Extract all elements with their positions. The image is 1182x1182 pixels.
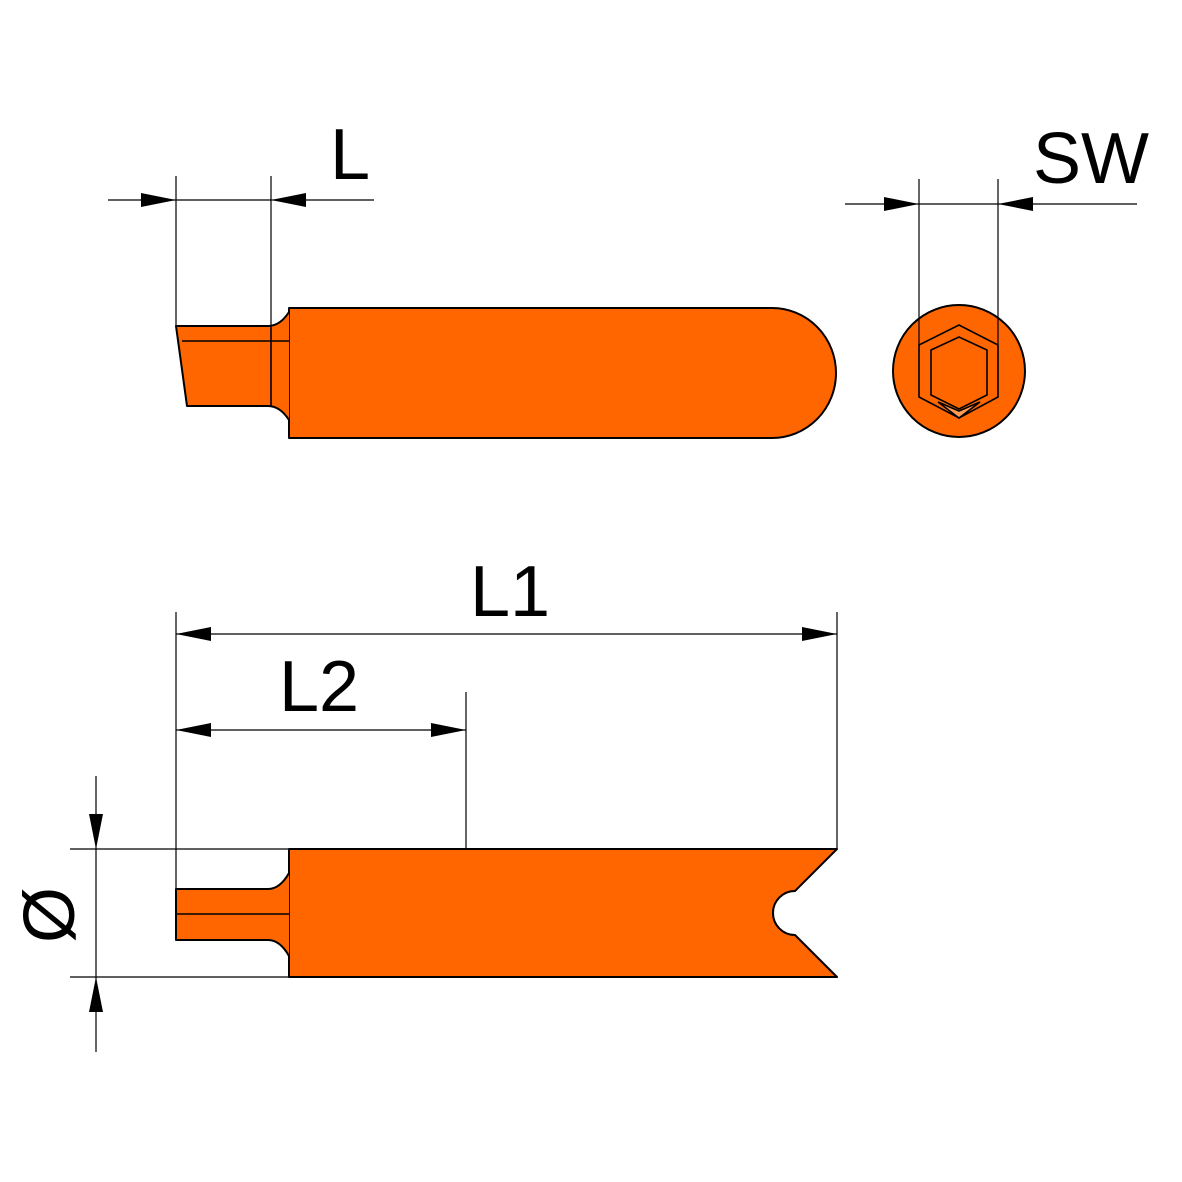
arrowhead — [141, 193, 176, 207]
top-cutting-head — [175, 308, 290, 438]
hex-socket — [918, 324, 999, 419]
arrowhead — [176, 723, 211, 737]
dimension-l: L — [108, 115, 374, 326]
arrowhead — [998, 197, 1033, 211]
dimension-diameter: Ø — [10, 776, 289, 1052]
label-l: L — [330, 115, 370, 195]
top-tool-body — [288, 307, 837, 439]
arrowhead — [884, 197, 919, 211]
hex-socket-bottom-facet — [937, 401, 981, 420]
arrowhead — [89, 814, 103, 849]
arrowhead — [802, 627, 837, 641]
top-side-view — [175, 307, 837, 439]
label-l1: L1 — [470, 552, 550, 632]
label-diameter: Ø — [10, 887, 90, 943]
dimension-l2: L2 — [176, 647, 467, 849]
label-sw: SW — [1033, 119, 1149, 199]
dimension-sw: SW — [845, 119, 1149, 345]
end-view — [892, 304, 1026, 438]
arrowhead — [89, 977, 103, 1012]
arrowhead — [271, 193, 306, 207]
hex-socket-inner — [930, 336, 988, 410]
end-view-circle — [892, 304, 1026, 438]
label-l2: L2 — [279, 647, 359, 727]
arrowhead — [431, 723, 466, 737]
arrowhead — [176, 627, 211, 641]
bottom-tool-body — [288, 848, 838, 978]
bottom-cutting-head — [175, 849, 290, 977]
dimension-l1: L1 — [175, 552, 838, 889]
bottom-side-view — [175, 848, 838, 978]
